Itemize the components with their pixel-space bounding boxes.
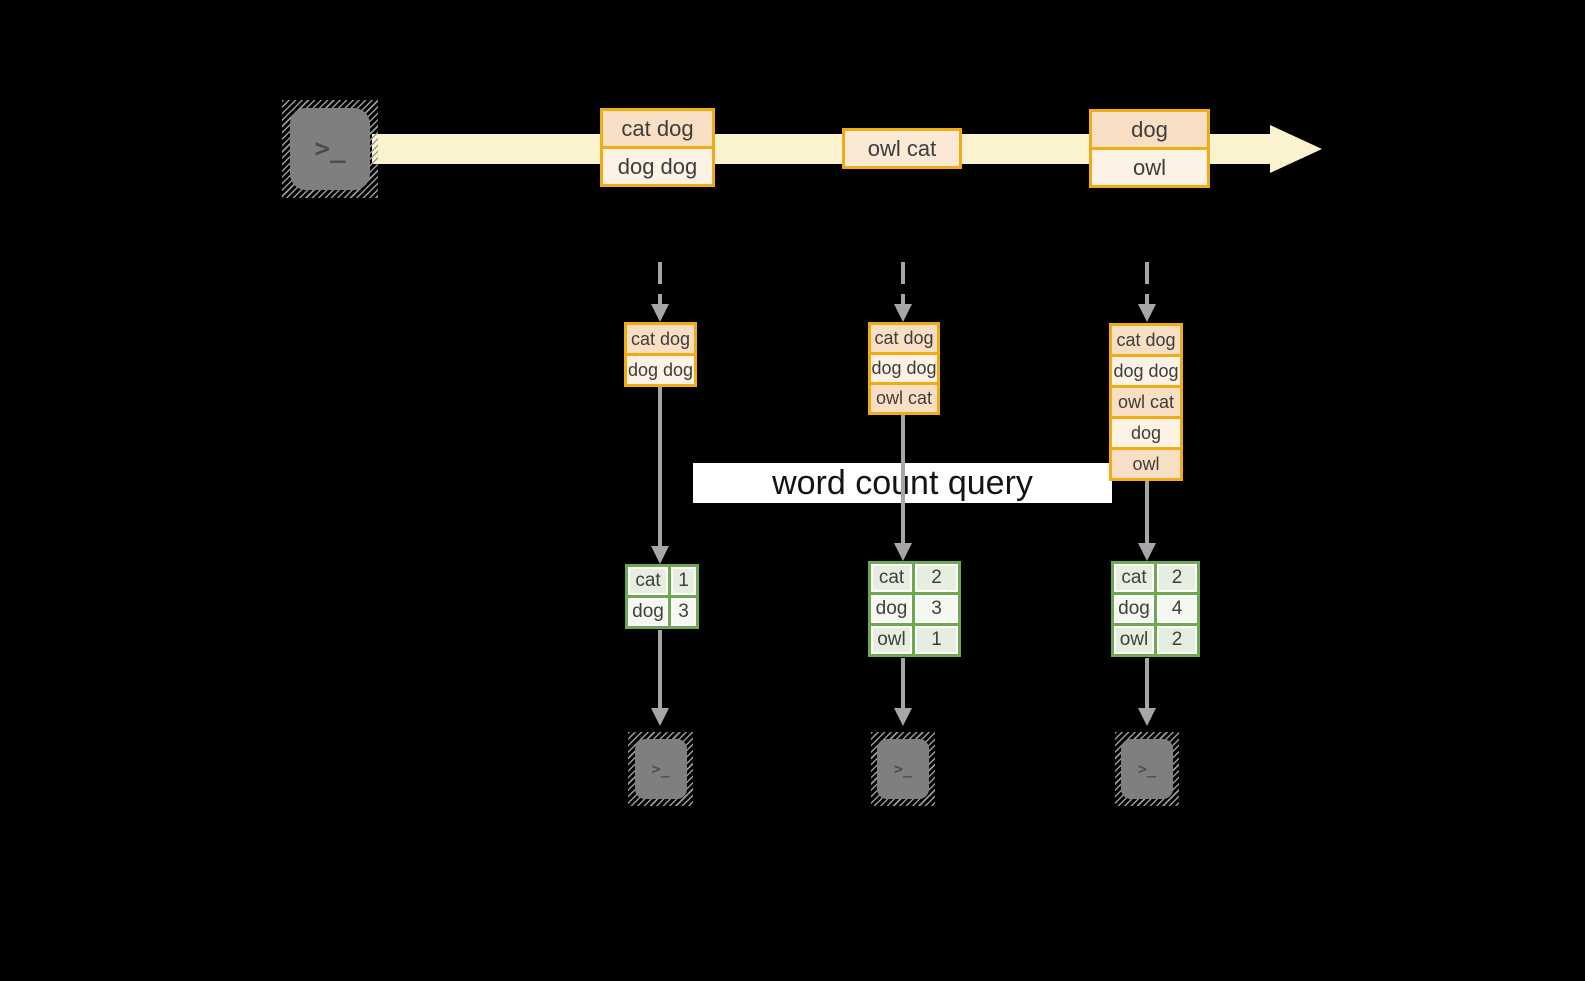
terminal-glyph: >_ [290, 108, 370, 190]
arrow-head-icon [894, 708, 912, 726]
stream-batch-2: owl cat [842, 128, 962, 169]
terminal-source-icon: >_ [282, 100, 378, 198]
output-arrow [1145, 658, 1149, 710]
count-value-cell: 2 [1157, 626, 1197, 654]
stream-record: dog dog [603, 149, 712, 184]
state-record: owl [1112, 450, 1180, 478]
input-state-t1: cat dog dog dog [624, 322, 697, 387]
query-arrow [658, 387, 662, 548]
arrow-head-icon [651, 546, 669, 564]
count-word-cell: owl [1114, 626, 1154, 654]
output-arrow [901, 658, 905, 710]
arrow-head-icon [651, 708, 669, 726]
arrow-head-icon [1138, 543, 1156, 561]
terminal-glyph: >_ [634, 739, 687, 799]
count-word-cell: cat [1114, 564, 1154, 592]
count-word-cell: dog [628, 598, 668, 626]
input-state-t3: cat dog dog dog owl cat dog owl [1109, 323, 1183, 481]
state-record: owl cat [1112, 388, 1180, 416]
arrow-head-icon [651, 304, 669, 322]
stream-record: cat dog [603, 111, 712, 146]
terminal-sink-icon: >_ [1115, 732, 1179, 806]
count-value-cell: 2 [915, 564, 958, 592]
trigger-arrow-dashed [1145, 262, 1149, 306]
count-value-cell: 3 [915, 595, 958, 623]
wordcount-result-t1: cat 1 dog 3 [625, 564, 699, 629]
query-arrow [1145, 481, 1149, 548]
stream-timeline-arrowhead-icon [1270, 125, 1322, 173]
state-record: cat dog [627, 325, 694, 353]
count-word-cell: cat [871, 564, 912, 592]
wordcount-result-t2: cat 2 dog 3 owl 1 [868, 561, 961, 657]
count-value-cell: 4 [1157, 595, 1197, 623]
state-record: cat dog [1112, 326, 1180, 354]
count-value-cell: 1 [671, 567, 696, 595]
terminal-glyph: >_ [877, 739, 929, 799]
stream-record: dog [1092, 112, 1207, 147]
count-value-cell: 3 [671, 598, 696, 626]
arrow-head-icon [1138, 304, 1156, 322]
count-word-cell: cat [628, 567, 668, 595]
arrow-head-icon [1138, 708, 1156, 726]
state-record: owl cat [871, 385, 937, 412]
count-value-cell: 1 [915, 626, 958, 654]
state-record: dog dog [1112, 357, 1180, 385]
trigger-arrow-dashed [658, 262, 662, 306]
wordcount-result-t3: cat 2 dog 4 owl 2 [1111, 561, 1200, 657]
terminal-sink-icon: >_ [628, 732, 693, 806]
terminal-glyph: >_ [1121, 739, 1173, 799]
input-state-t2: cat dog dog dog owl cat [868, 322, 940, 415]
count-value-cell: 2 [1157, 564, 1197, 592]
query-arrow [901, 415, 905, 548]
state-record: dog dog [627, 356, 694, 384]
arrow-head-icon [894, 304, 912, 322]
stream-record: owl [1092, 150, 1207, 185]
state-record: dog dog [871, 355, 937, 382]
terminal-sink-icon: >_ [871, 732, 935, 806]
state-record: cat dog [871, 325, 937, 352]
stream-batch-3: dog owl [1089, 109, 1210, 188]
output-arrow [658, 630, 662, 710]
count-word-cell: owl [871, 626, 912, 654]
arrow-head-icon [894, 543, 912, 561]
stream-batch-1: cat dog dog dog [600, 108, 715, 187]
trigger-arrow-dashed [901, 262, 905, 306]
count-word-cell: dog [1114, 595, 1154, 623]
state-record: dog [1112, 419, 1180, 447]
count-word-cell: dog [871, 595, 912, 623]
stream-record: owl cat [845, 131, 959, 166]
